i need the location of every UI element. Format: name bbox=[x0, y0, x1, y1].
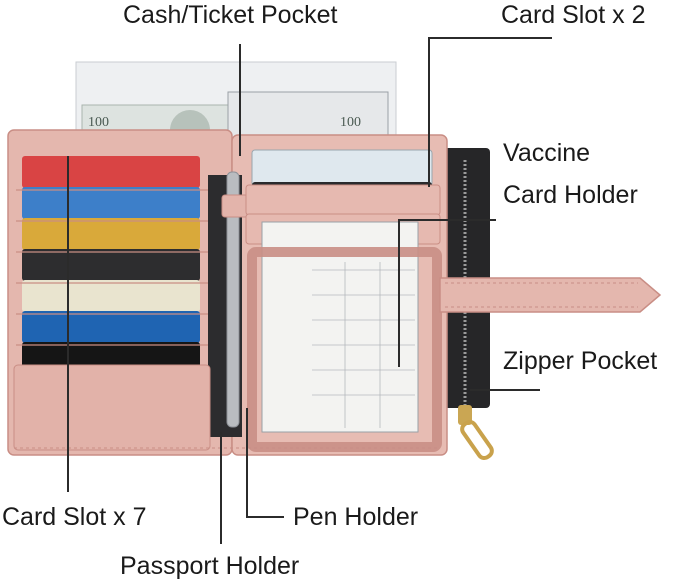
label-card-slot-x7: Card Slot x 7 bbox=[2, 503, 147, 531]
leader-zipper bbox=[470, 389, 540, 391]
leader-cash-pocket bbox=[239, 44, 241, 156]
label-zipper-pocket: Zipper Pocket bbox=[503, 347, 658, 375]
pen bbox=[221, 171, 249, 428]
card-slot-edges-left bbox=[16, 189, 208, 346]
vaccine-window-frame bbox=[247, 247, 442, 452]
label-passport-holder: Passport Holder bbox=[120, 552, 300, 580]
leader-passport bbox=[220, 432, 222, 544]
leader-vaccine-h bbox=[398, 219, 496, 221]
front-pocket-left bbox=[13, 364, 211, 451]
wallet-strap bbox=[439, 277, 662, 313]
svg-text:100: 100 bbox=[340, 115, 361, 130]
leader-card-slot-x7 bbox=[67, 156, 69, 492]
label-vaccine-line2: Card Holder bbox=[503, 181, 638, 209]
leader-pen-v bbox=[246, 408, 248, 517]
leader-card-slot-x2-v bbox=[428, 37, 430, 187]
vaccine-card-grid bbox=[312, 262, 415, 428]
leader-vaccine-v bbox=[398, 219, 400, 367]
label-cash-ticket-pocket: Cash/Ticket Pocket bbox=[123, 1, 338, 29]
leader-card-slot-x2-h bbox=[428, 37, 552, 39]
leader-pen-h bbox=[246, 516, 284, 518]
label-vaccine-line1: Vaccine bbox=[503, 139, 591, 167]
label-pen-holder: Pen Holder bbox=[293, 503, 419, 531]
label-card-slot-x2: Card Slot x 2 bbox=[501, 1, 646, 29]
card-stack-left bbox=[22, 156, 200, 374]
zipper-pull-icon bbox=[458, 405, 494, 461]
svg-text:100: 100 bbox=[88, 115, 109, 130]
